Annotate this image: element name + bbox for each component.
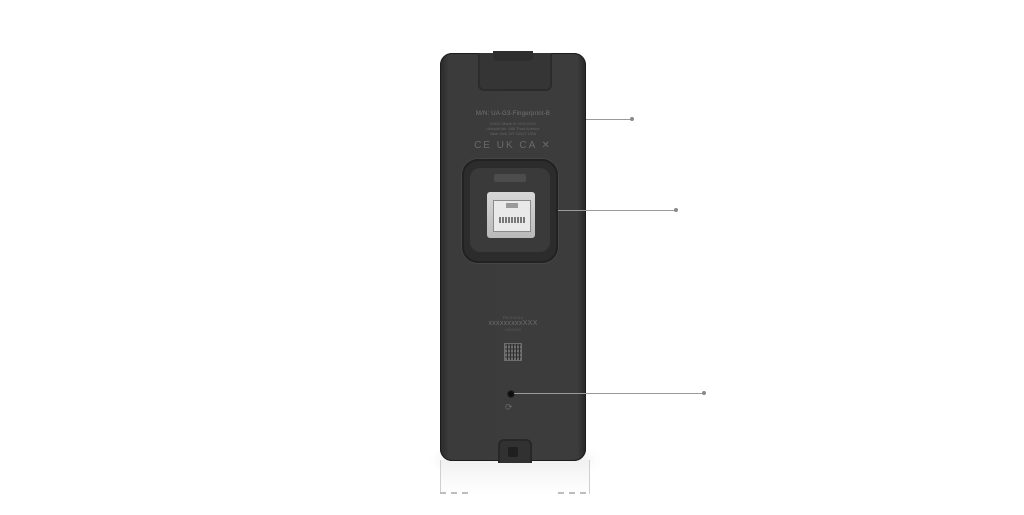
mount-bracket	[440, 460, 590, 494]
callout-dot-reset	[702, 391, 706, 395]
label-line-3: New York, NY 10017 USA	[489, 131, 537, 136]
mount-guide-right	[558, 492, 586, 494]
serial-label: PN:XXXXX xxxxxxxxxXXX XXXXXX	[440, 315, 586, 332]
bottom-mount-clip	[498, 439, 532, 463]
label-line-2: Ubiquiti Inc. 685 Third Avenue	[486, 126, 540, 131]
reset-button[interactable]	[508, 391, 514, 397]
rj45-latch-slot	[506, 203, 518, 208]
ethernet-port-icon	[487, 192, 535, 238]
top-tab-notch	[493, 51, 533, 61]
callout-line-label	[586, 119, 632, 120]
rj45-opening	[493, 200, 531, 232]
device-back-panel: M/N: UA-G3-Fingerprint-B 5VDC Made in XX…	[440, 51, 586, 463]
mount-guide-left	[440, 492, 468, 494]
callout-dot-label	[630, 117, 634, 121]
ethernet-port-recess	[470, 168, 550, 252]
rj45-pins	[499, 217, 525, 223]
certification-marks: CE UK CA ✕	[474, 140, 552, 151]
top-mount-tab	[478, 51, 552, 91]
model-number: M/N: UA-G3-Fingerprint-B	[475, 111, 551, 117]
port-tag	[494, 174, 526, 182]
serial-caption: PN:XXXXX	[502, 315, 523, 320]
callout-dot-ethernet	[674, 208, 678, 212]
reset-icon: ⟳	[505, 402, 513, 412]
qr-code-icon	[504, 343, 522, 361]
device-label: M/N: UA-G3-Fingerprint-B 5VDC Made in XX…	[440, 111, 586, 151]
serial-sub: XXXXXX	[504, 327, 521, 332]
label-line-1: 5VDC Made in XXXXXXX	[490, 121, 536, 126]
bottom-clip-slot	[508, 447, 518, 457]
callout-line-reset	[514, 393, 704, 394]
callout-line-ethernet	[558, 210, 676, 211]
serial-number: xxxxxxxxxXXX	[488, 320, 538, 327]
ethernet-port-housing	[462, 159, 558, 263]
